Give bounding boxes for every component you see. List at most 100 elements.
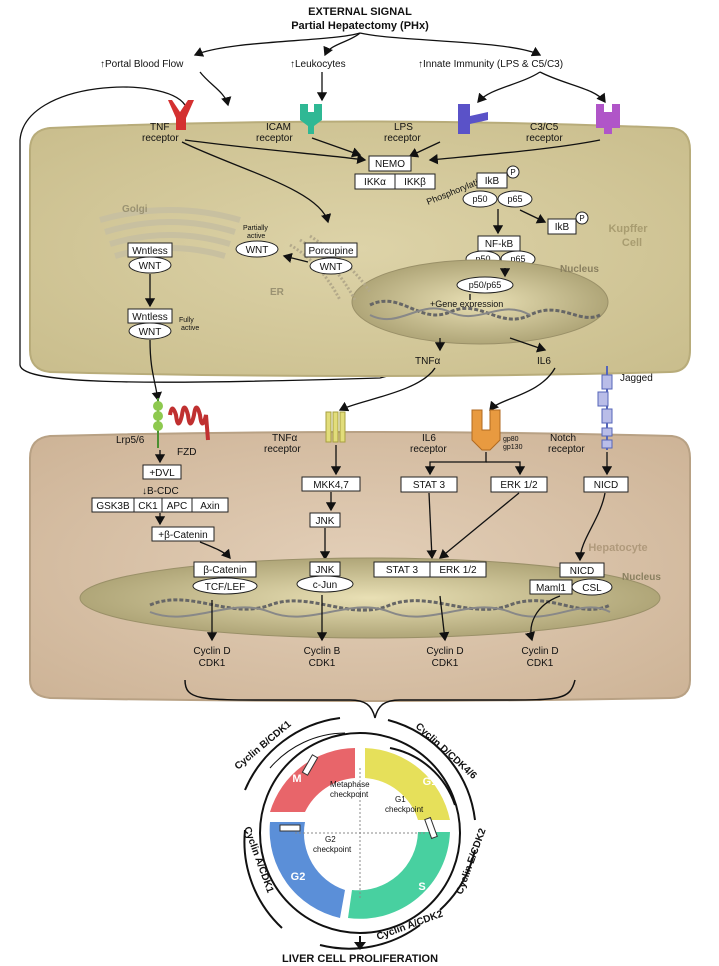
icam-receptor-label-2: receptor (256, 133, 293, 144)
csl-label: CSL (582, 583, 602, 594)
ikb-label: IkB (485, 176, 500, 187)
jagged-icon (597, 366, 613, 425)
kupffer-cell-label-2: Cell (622, 237, 642, 249)
ikb-box (476, 172, 508, 189)
il6-receptor-label-2: receptor (410, 444, 447, 455)
ikb-free-box (547, 218, 577, 235)
erk-label: ERK 1/2 (500, 480, 538, 491)
tnfa-output-label: TNFα (415, 356, 440, 367)
csl-oval (571, 578, 613, 596)
notch-receptor-icon (601, 425, 613, 450)
kupffer-cell-label: Kupffer (608, 223, 648, 235)
c3c5-receptor-label-2: receptor (526, 133, 563, 144)
metaphase-checkpoint-label: Metaphase (330, 780, 370, 789)
cell-cycle-wheel (259, 732, 461, 934)
phase-m-label: M (292, 773, 301, 785)
cjun-oval (296, 575, 354, 593)
phase-g2-label: G2 (291, 871, 306, 883)
c3c5-receptor-icon (596, 104, 620, 134)
fzd-label: FZD (177, 447, 196, 458)
phospho-marker (506, 165, 520, 179)
tnf-receptor-label: TNF (150, 122, 169, 133)
erk-nuclear-label: ERK 1/2 (439, 565, 477, 576)
maml1-label: Maml1 (536, 583, 566, 594)
g1-checkpoint-label: G1 (395, 795, 406, 804)
p50p65-oval (456, 276, 514, 294)
output-3-cyclin: Cyclin D (426, 646, 463, 657)
header-subtitle: Partial Hepatectomy (PHx) (291, 20, 429, 32)
tnfa-receptor-label-2: receptor (264, 444, 301, 455)
er-label: ER (270, 287, 285, 298)
nfkb-box (477, 235, 521, 252)
arc-cyclin-b-cdk1: Cyclin B/CDK1 (233, 719, 294, 773)
ikkb-label: IKKβ (404, 177, 426, 188)
tcf-lef-oval (192, 577, 258, 595)
jnk-box (309, 512, 341, 528)
wntless-label-1: Wntless (132, 246, 168, 257)
p50p65-label: p50/p65 (469, 280, 502, 290)
tnf-receptor-icon (168, 100, 194, 130)
b-catenin-plus-box (151, 526, 215, 542)
nfkb-p50-label: p50 (475, 254, 490, 264)
nfkb-p65-label: p65 (510, 254, 525, 264)
hepatocyte-label: Hepatocyte (588, 542, 647, 554)
gp130-label: gp130 (503, 444, 523, 451)
cjun-label: c-Jun (313, 580, 337, 591)
brace (184, 679, 576, 719)
porcupine-box (304, 242, 358, 258)
p50-label: p50 (472, 194, 487, 204)
g2-checkpoint-label: G2 (325, 835, 336, 844)
b-catenin-plus-label: +β-Catenin (158, 530, 207, 541)
wnt-oval-2 (128, 322, 172, 340)
phase-s-label: S (418, 881, 425, 893)
fully-active-label-2: active (181, 325, 199, 332)
metaphase-checkpoint-label-2: checkpoint (330, 790, 369, 799)
stat3-box (400, 476, 458, 493)
il6-receptor-icon (471, 409, 501, 451)
output-1-cdk: CDK1 (199, 658, 226, 669)
nemo-box (368, 155, 412, 172)
axin-box (191, 497, 229, 513)
hepatocyte-nucleus-label: Nucleus (622, 572, 661, 583)
signal-innate-immunity: ↑Innate Immunity (LPS & C5/C3) (418, 59, 563, 70)
output-1-cyclin: Cyclin D (193, 646, 230, 657)
output-2-cyclin: Cyclin B (304, 646, 341, 657)
ikb-free-label: IkB (555, 222, 570, 233)
phospho-marker-2 (575, 211, 589, 225)
kupffer-nucleus-label: Nucleus (560, 264, 599, 275)
lps-receptor-label: LPS (394, 122, 413, 133)
mkk-label: MKK4,7 (313, 480, 349, 491)
notch-receptor-label: Notch (550, 433, 576, 444)
nicd-label: NICD (594, 480, 618, 491)
apc-label: APC (167, 501, 188, 512)
partially-active-label-2: active (247, 233, 265, 240)
b-catenin-label: β-Catenin (203, 565, 247, 576)
tnf-receptor-label-2: receptor (142, 133, 179, 144)
lrp56-label: Lrp5/6 (116, 435, 145, 446)
nemo-label: NEMO (375, 159, 405, 170)
ikka-label: IKKα (364, 177, 386, 188)
fzd-receptor-icon (168, 405, 210, 441)
c3c5-receptor-label: C3/C5 (530, 122, 559, 133)
wnt-partial-label: WNT (246, 245, 269, 256)
bcdc-label: ↓B-CDC (142, 486, 179, 497)
notch-receptor-label-2: receptor (548, 444, 585, 455)
lrp56-icon (153, 398, 163, 448)
ck1-label: CK1 (138, 501, 158, 512)
result-label: LIVER CELL PROLIFERATION (282, 953, 438, 965)
golgi-label: Golgi (122, 204, 148, 215)
icam-receptor-icon (300, 104, 322, 134)
b-catenin-box (193, 561, 257, 578)
tcf-lef-label: TCF/LEF (205, 582, 246, 593)
g2-checkpoint-label-2: checkpoint (313, 845, 352, 854)
jnk-label: JNK (316, 516, 335, 527)
signal-leukocytes: ↑Leukocytes (290, 59, 346, 70)
wnt-partial-oval (235, 240, 279, 258)
erk-box (490, 476, 548, 493)
dvl-box (142, 464, 182, 480)
phase-g1-segment (365, 748, 450, 820)
output-4-cyclin: Cyclin D (521, 646, 558, 657)
jagged-label: Jagged (620, 373, 653, 384)
